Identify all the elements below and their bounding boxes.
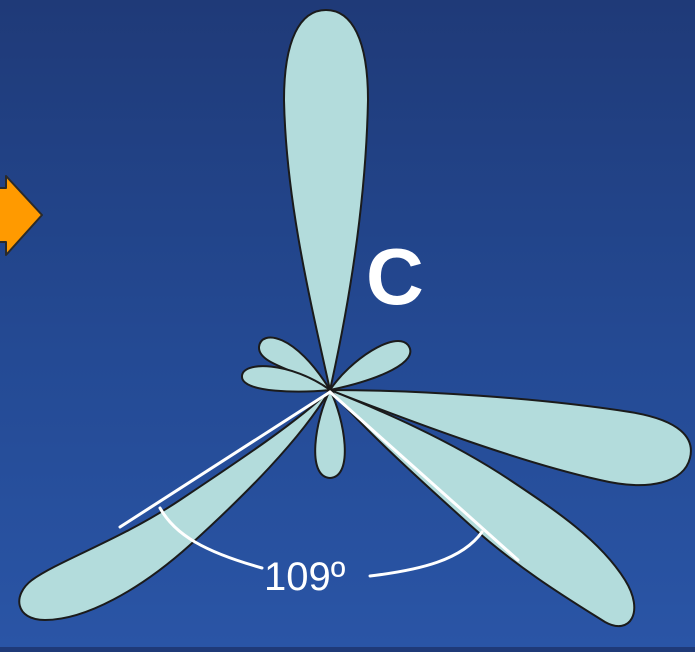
large-lobe-up [284,10,368,390]
right-arrow-icon[interactable] [0,176,42,255]
small-lobe-upper-right [330,341,410,390]
angle-label: 109º [264,555,346,599]
angle-arc-right [370,532,482,576]
atom-label-carbon: C [366,232,424,321]
